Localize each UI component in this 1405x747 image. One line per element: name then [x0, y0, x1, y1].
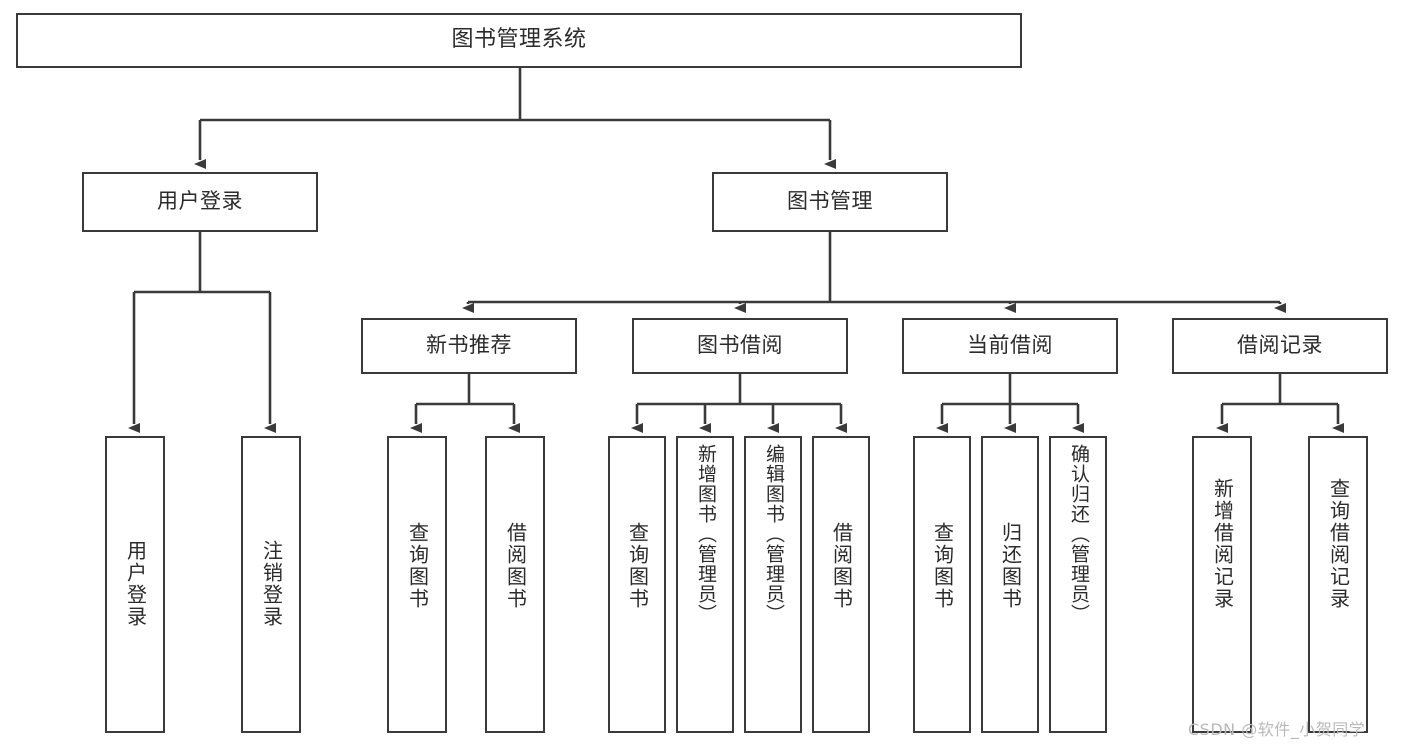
leaf-query-record[interactable]: 查询借阅记录: [1308, 436, 1368, 733]
node-label: 用户登录: [157, 189, 243, 214]
node-label: 用户登录: [123, 540, 148, 628]
node-label: 图书管理: [787, 189, 873, 214]
leaf-edit-book[interactable]: 编辑图书（管理员）: [744, 436, 802, 733]
node-book-borrow[interactable]: 图书借阅: [632, 318, 848, 374]
leaf-confirm-return[interactable]: 确认归还（管理员）: [1049, 436, 1107, 733]
node-label: 查询图书: [930, 522, 955, 610]
leaf-query-book-3[interactable]: 查询图书: [913, 436, 971, 733]
leaf-user-login[interactable]: 用户登录: [105, 436, 165, 733]
node-root-system[interactable]: 图书管理系统: [16, 13, 1022, 68]
leaf-query-book-2[interactable]: 查询图书: [608, 436, 666, 733]
node-current-borrow[interactable]: 当前借阅: [902, 318, 1118, 374]
node-label: 查询借阅记录: [1326, 478, 1351, 610]
node-label: 借阅图书: [829, 522, 854, 610]
leaf-borrow-book-2[interactable]: 借阅图书: [812, 436, 870, 733]
node-label: 确认归还（管理员）: [1067, 444, 1090, 624]
leaf-query-book-1[interactable]: 查询图书: [387, 436, 447, 733]
node-label: 新增借阅记录: [1210, 478, 1235, 610]
leaf-add-book[interactable]: 新增图书（管理员）: [676, 436, 734, 733]
node-user-login[interactable]: 用户登录: [82, 172, 318, 232]
node-label: 借阅记录: [1237, 333, 1323, 358]
node-label: 查询图书: [625, 522, 650, 610]
node-label: 图书管理系统: [451, 27, 587, 53]
leaf-logout[interactable]: 注销登录: [241, 436, 301, 733]
leaf-borrow-book-1[interactable]: 借阅图书: [485, 436, 545, 733]
node-label: 注销登录: [259, 540, 284, 628]
node-label: 新增图书（管理员）: [694, 444, 717, 624]
node-book-manage[interactable]: 图书管理: [712, 172, 948, 232]
leaf-add-record[interactable]: 新增借阅记录: [1192, 436, 1252, 733]
csdn-watermark: CSDN @软件_小贺同学: [1188, 720, 1366, 739]
node-new-book-recommend[interactable]: 新书推荐: [361, 318, 577, 374]
node-label: 借阅图书: [503, 522, 528, 610]
leaf-return-book[interactable]: 归还图书: [981, 436, 1039, 733]
node-borrow-record[interactable]: 借阅记录: [1172, 318, 1388, 374]
node-label: 归还图书: [998, 522, 1023, 610]
node-label: 图书借阅: [697, 333, 783, 358]
node-label: 当前借阅: [967, 333, 1053, 358]
node-label: 编辑图书（管理员）: [762, 444, 785, 624]
node-label: 新书推荐: [426, 333, 512, 358]
node-label: 查询图书: [405, 522, 430, 610]
